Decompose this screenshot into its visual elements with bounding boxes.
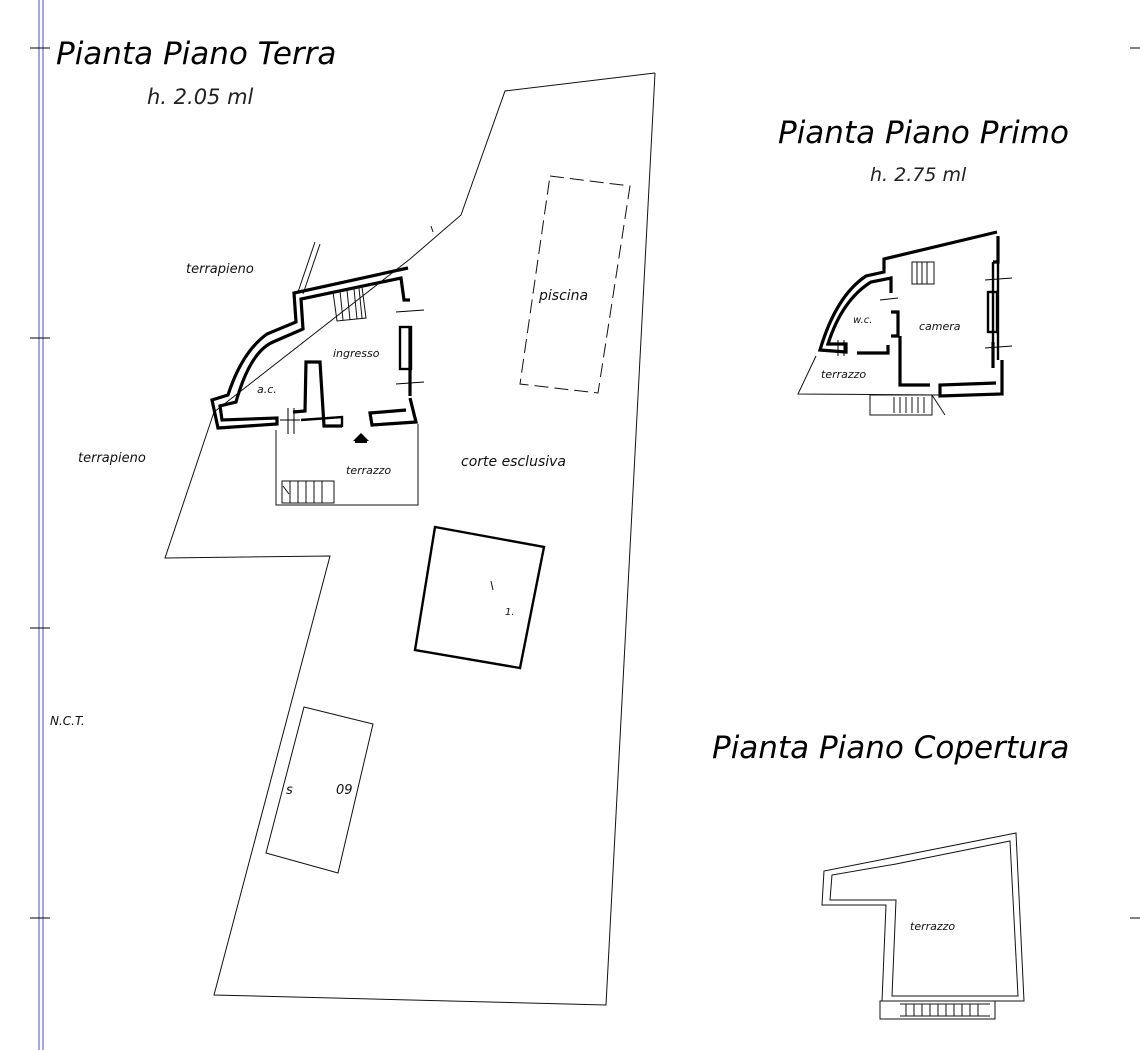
house-inner-wall <box>300 415 344 427</box>
house-stair <box>332 286 367 322</box>
roof-stair <box>879 1000 996 1020</box>
lot-boundary <box>164 72 656 1006</box>
label-ingresso: ingresso <box>333 347 380 360</box>
entrance-step <box>355 440 367 443</box>
first-floor-title: Pianta Piano Primo <box>778 115 1069 151</box>
label-terrazzo-roof: terrazzo <box>910 920 955 933</box>
label-wc: w.c. <box>853 315 872 326</box>
roof-plan: Pianta Piano Copertura terrazzo <box>712 730 1069 1020</box>
ground-terrace-stair <box>281 480 335 504</box>
label-ac: a.c. <box>257 383 277 396</box>
roof-plan-title: Pianta Piano Copertura <box>712 730 1069 766</box>
label-terrapieno-top: terrapieno <box>186 262 254 277</box>
ground-terrace <box>275 424 419 506</box>
house-window <box>398 325 413 371</box>
first-floor-height: h. 2.75 ml <box>870 164 967 186</box>
label-piscina: piscina <box>538 288 588 304</box>
label-nct: N.C.T. <box>50 714 85 728</box>
annex-mark <box>490 580 494 591</box>
shed-outline <box>265 706 374 874</box>
survey-mark <box>430 225 434 233</box>
first-floor-terrace-stair <box>869 394 946 416</box>
first-floor-stair <box>911 261 935 285</box>
label-camera: camera <box>919 320 961 333</box>
fence-line <box>302 243 321 295</box>
first-floor-terrace <box>797 355 941 396</box>
label-corte-esclusiva: corte esclusiva <box>461 454 566 470</box>
label-shed-partial-2: 09 <box>336 783 353 798</box>
label-shed-partial: s <box>286 783 293 798</box>
roof-terrace-inner <box>829 840 1019 997</box>
ground-floor-plan: Pianta Piano Terra h. 2.05 ml <box>50 36 656 1006</box>
first-floor-plan: Pianta Piano Primo h. 2.75 ml w.c. <box>778 115 1069 416</box>
label-annex: 1. <box>505 607 515 618</box>
label-terrazzo-first: terrazzo <box>821 368 866 381</box>
roof-terrace-outer <box>821 832 1025 1002</box>
ground-floor-title: Pianta Piano Terra <box>56 36 336 72</box>
first-floor-window <box>986 290 999 334</box>
pool-outline <box>519 175 631 394</box>
annex-building <box>413 525 546 670</box>
label-terrapieno-left: terrapieno <box>78 451 146 466</box>
entrance-arrow-icon <box>353 433 369 441</box>
ground-floor-height: h. 2.05 ml <box>147 85 254 109</box>
sheet-frame <box>30 0 1140 1050</box>
house-walls <box>210 266 419 430</box>
fence-line <box>297 241 316 293</box>
label-terrazzo-ground: terrazzo <box>346 464 391 477</box>
